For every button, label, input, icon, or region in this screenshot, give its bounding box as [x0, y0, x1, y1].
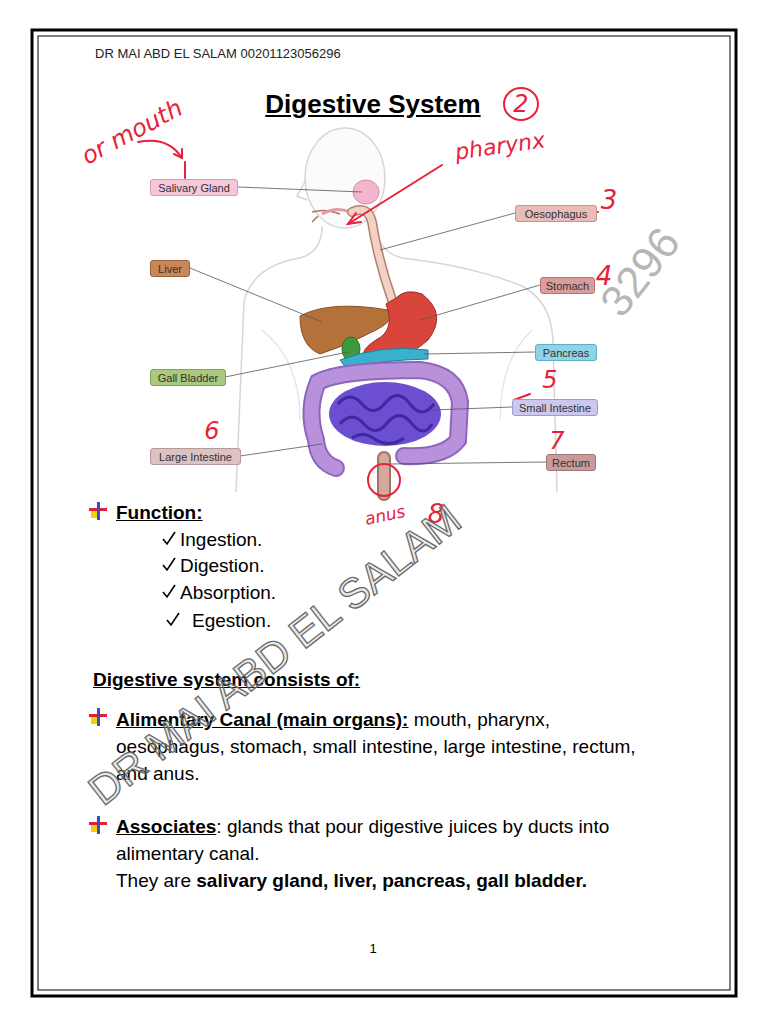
small-intestine-coils: [338, 395, 434, 443]
bullet-icon: [89, 708, 107, 726]
circle-outline: [504, 88, 538, 120]
leader-line: [190, 268, 322, 322]
list-item: Absorption.: [180, 582, 276, 604]
check-mark: [167, 613, 179, 625]
label-box: Rectum: [546, 454, 596, 471]
organ-label: Oesophagus: [525, 208, 587, 220]
hand-arrow: [138, 141, 182, 158]
leader-line: [420, 285, 540, 320]
organ-label: Salivary Gland: [158, 182, 230, 194]
organ-label: Liver: [158, 263, 182, 275]
hand-arrow: [348, 165, 442, 224]
list-item: Egestion.: [192, 610, 271, 632]
bullet-icon: [89, 502, 107, 520]
small-intestine-organ: [329, 382, 441, 446]
label-box: Oesophagus: [515, 205, 597, 222]
leader-line: [390, 462, 546, 464]
label-box: Salivary Gland: [150, 179, 238, 196]
page-frame-inner: [38, 36, 730, 990]
leader-line: [225, 352, 348, 377]
circled-number: 2: [502, 86, 540, 122]
check-mark: [163, 585, 175, 597]
hand-arrowhead: [174, 149, 182, 158]
label-box: Small Intestine: [512, 399, 598, 416]
hand-tick: [184, 162, 186, 178]
paragraph-text: They are: [116, 870, 191, 891]
check-mark: [163, 558, 175, 570]
callout-number: 7: [549, 427, 564, 455]
hand-circle: [368, 464, 400, 496]
watermark: DR MAI ABD EL SALAM: [80, 495, 471, 815]
leader-line: [432, 407, 512, 410]
hand-arrowhead: [348, 213, 361, 224]
callout-number: 6: [204, 417, 219, 445]
paragraph: Associates: glands that pour digestive j…: [116, 813, 646, 894]
callout-number: 3: [601, 185, 618, 215]
bullet-bar: [97, 708, 100, 726]
label-box: Large Intestine: [150, 448, 241, 465]
organ-label: Pancreas: [543, 347, 589, 359]
handwritten-note: pharynx: [453, 127, 546, 164]
bullet-bar: [97, 816, 100, 834]
list-item: Digestion.: [180, 555, 265, 577]
paragraph-text: salivary gland, liver, pancreas, gall bl…: [196, 870, 587, 891]
leader-line: [380, 213, 515, 250]
tongue: [322, 209, 350, 214]
list-item: Ingestion.: [180, 529, 262, 551]
header-text: DR MAI ABD EL SALAM 00201123056296: [95, 46, 341, 61]
section-heading: Function:: [116, 502, 203, 524]
organ-label: Large Intestine: [159, 451, 232, 463]
check-marks: [163, 532, 179, 625]
page-number: 1: [369, 941, 376, 956]
leader-lines: [190, 187, 546, 464]
organ-label: Gall Bladder: [158, 372, 219, 384]
check-mark: [163, 532, 175, 544]
page-frame-outer: [32, 30, 736, 996]
paragraph-heading: Associates: [116, 816, 216, 837]
organ-label: Small Intestine: [519, 402, 591, 414]
page-title: Digestive System: [226, 89, 520, 120]
label-box: Pancreas: [535, 344, 597, 361]
organ-label: Rectum: [552, 457, 590, 469]
callout-number: 2: [513, 90, 528, 118]
organ-label: Stomach: [546, 280, 589, 292]
label-box: Gall Bladder: [150, 369, 226, 386]
label-box: Liver: [150, 260, 190, 277]
label-box: Stomach: [540, 277, 595, 294]
handwritten-note: or mouth: [77, 94, 187, 170]
leader-line: [240, 444, 322, 456]
bullet-bar: [97, 502, 100, 520]
handwritten-marks: [138, 141, 598, 496]
leader-line: [238, 187, 362, 192]
body-outline: [236, 226, 557, 492]
leader-line: [424, 352, 535, 354]
callout-number: 5: [542, 366, 557, 394]
bullet-icon: [89, 816, 107, 834]
